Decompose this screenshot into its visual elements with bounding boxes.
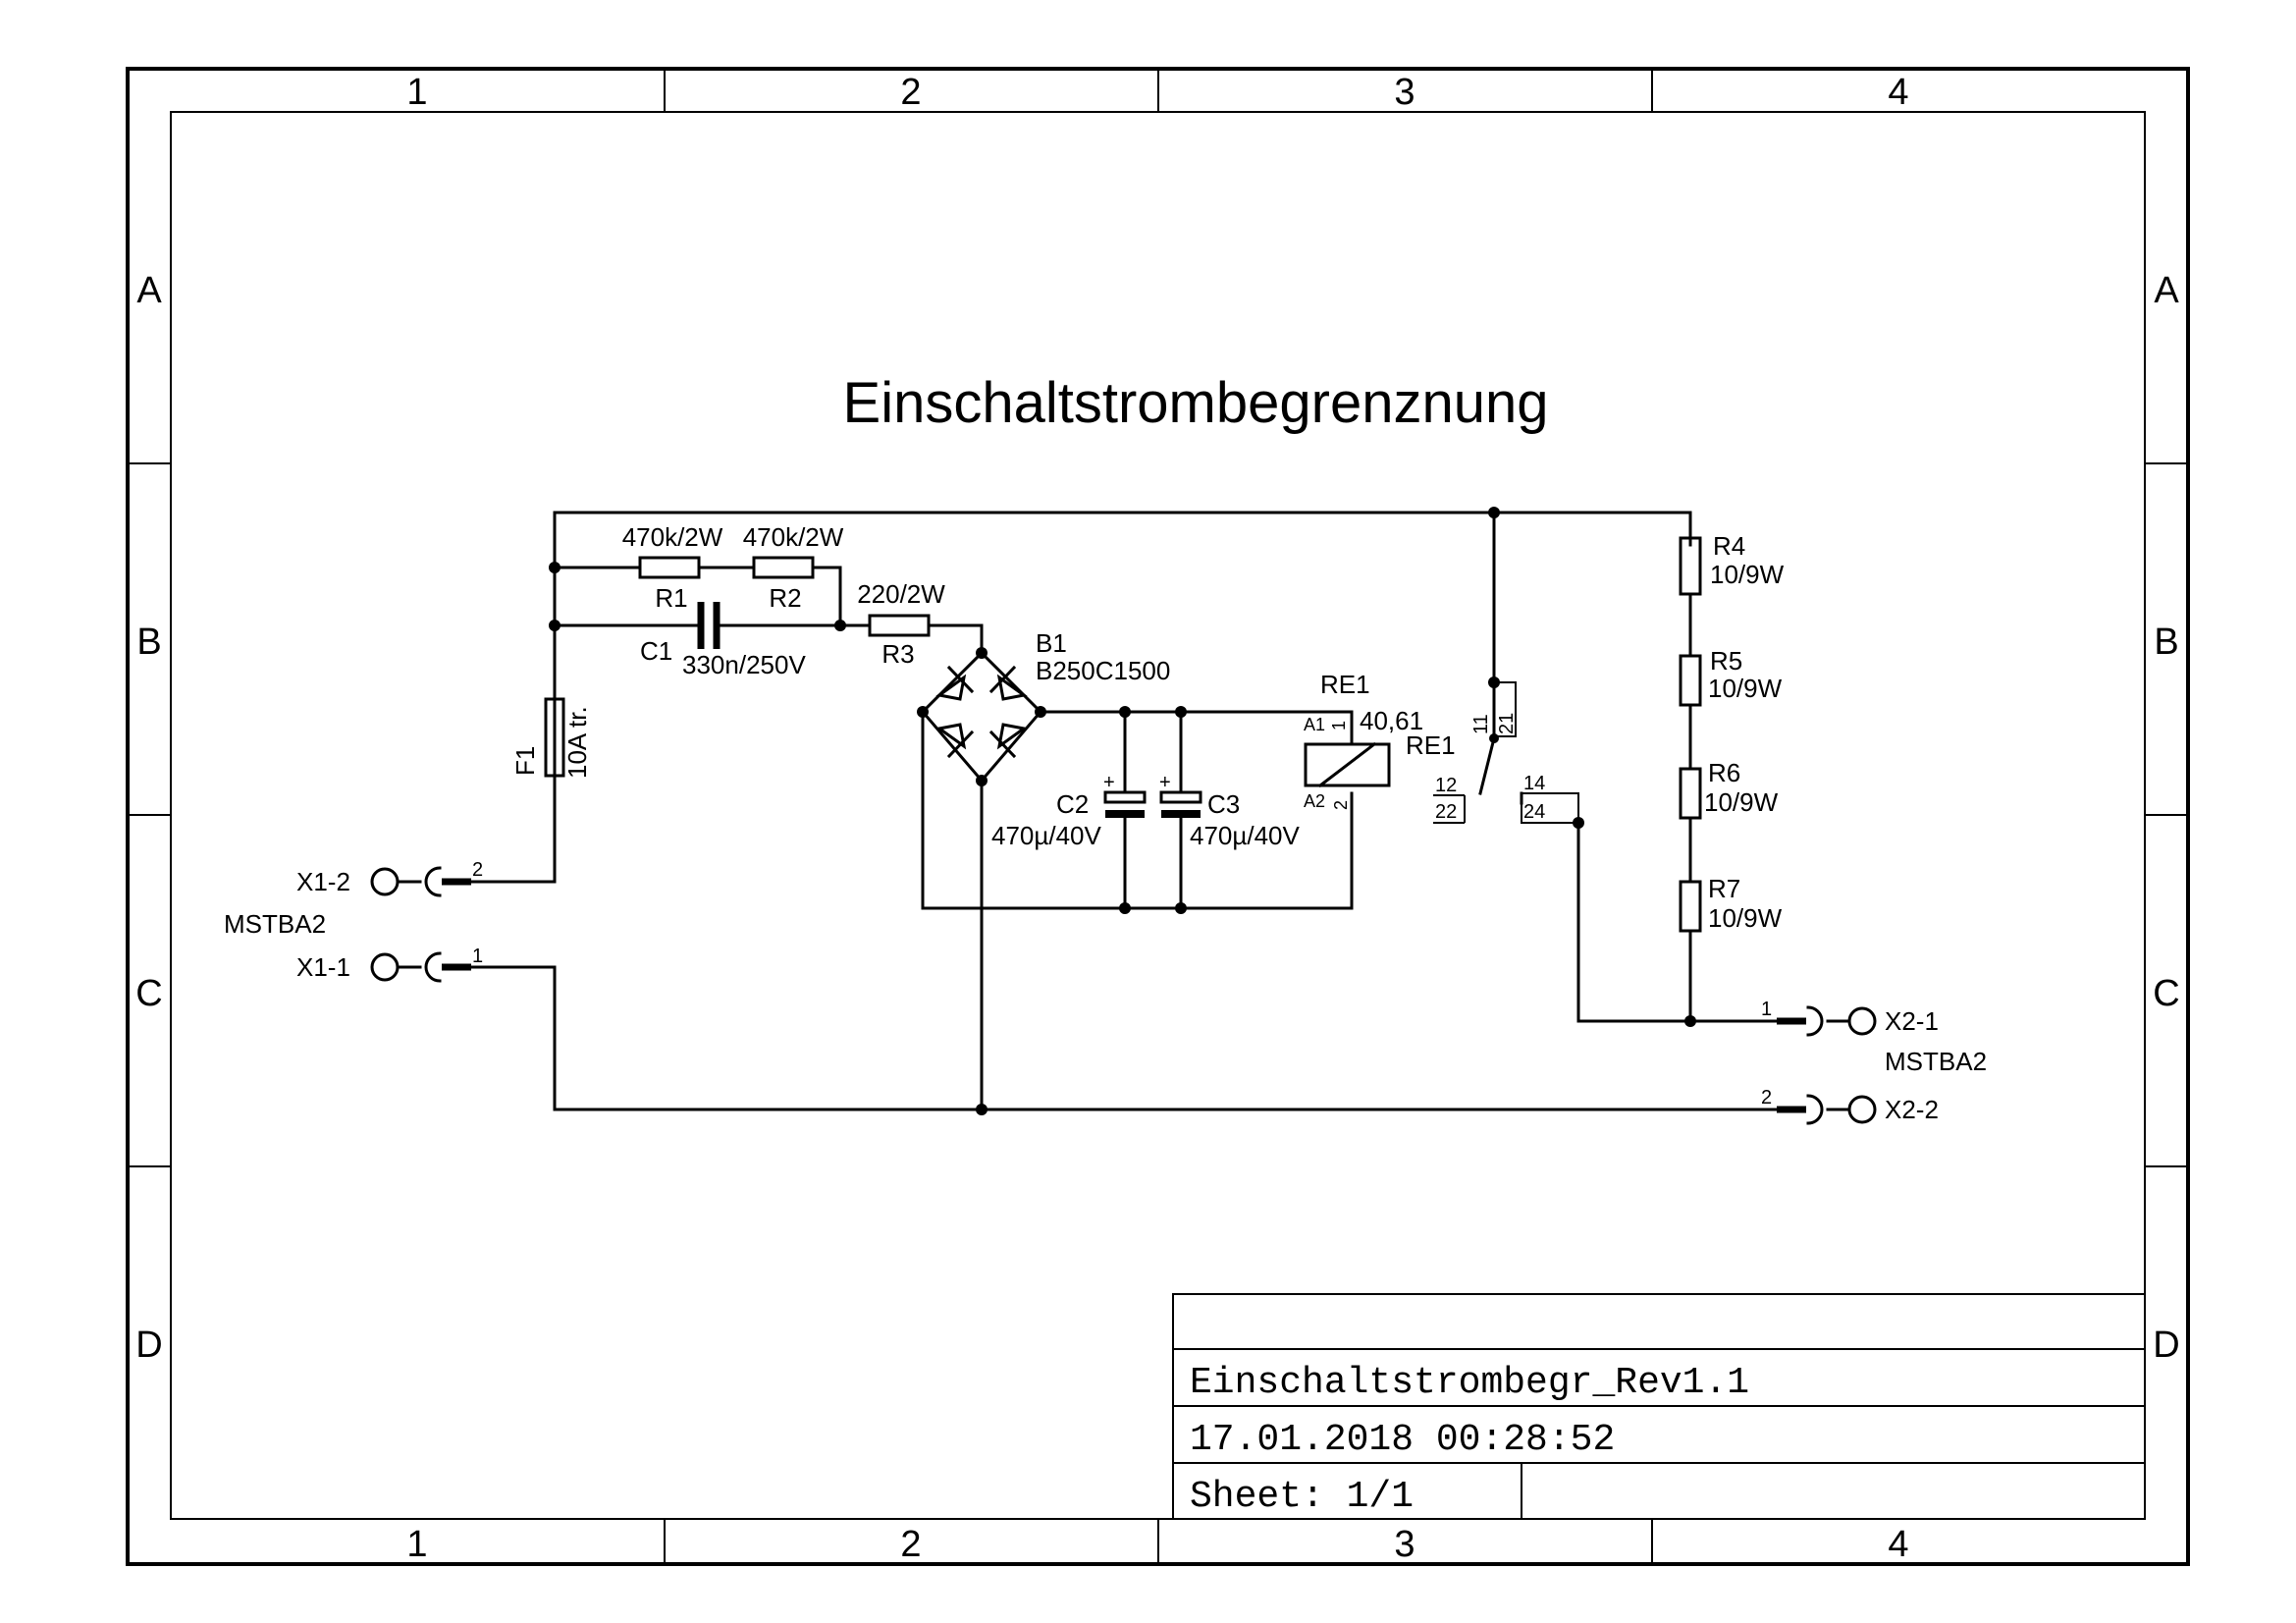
re1-pin-21: 21 bbox=[1496, 713, 1518, 734]
c3-value: 470µ/40V bbox=[1190, 821, 1301, 850]
column-label-3-top: 3 bbox=[1394, 72, 1415, 113]
row-label-c-right: C bbox=[2153, 973, 2179, 1014]
x1-type: MSTBA2 bbox=[224, 909, 326, 939]
re1-pin-a1-num: 1 bbox=[1329, 721, 1349, 730]
x2-1-pin: 1 bbox=[1761, 999, 1772, 1020]
x1-2-ref: X1-2 bbox=[296, 867, 350, 896]
re1-pin-24: 24 bbox=[1523, 801, 1545, 823]
connector-x1-2 bbox=[370, 866, 471, 897]
r5-value: 10/9W bbox=[1708, 674, 1783, 703]
c3-ref: C3 bbox=[1207, 789, 1240, 819]
x1-1-pin: 1 bbox=[472, 946, 483, 967]
capacitor-c1 bbox=[697, 602, 721, 649]
c1-ref: C1 bbox=[640, 636, 672, 666]
capacitor-c2 bbox=[1103, 790, 1147, 818]
r7-value: 10/9W bbox=[1708, 903, 1783, 933]
re1-pin-22: 22 bbox=[1435, 801, 1457, 823]
title-block-datetime: 17.01.2018 00:28:52 bbox=[1190, 1419, 1615, 1461]
r3-ref: R3 bbox=[881, 639, 914, 669]
r1-value: 470k/2W bbox=[622, 522, 723, 552]
column-label-3-bottom: 3 bbox=[1394, 1524, 1415, 1565]
re1-contact-ref: RE1 bbox=[1406, 730, 1456, 760]
column-label-1-top: 1 bbox=[406, 72, 427, 113]
resistor-r2 bbox=[752, 556, 815, 579]
re1-pin-a2-num: 2 bbox=[1331, 800, 1351, 810]
r3-value: 220/2W bbox=[857, 579, 945, 609]
r4-ref: R4 bbox=[1713, 531, 1745, 561]
connector-x2-1 bbox=[1777, 1005, 1877, 1037]
r6-value: 10/9W bbox=[1704, 787, 1779, 817]
fuse-f1 bbox=[544, 697, 565, 778]
resistor-r6 bbox=[1679, 767, 1702, 820]
re1-pin-11: 11 bbox=[1470, 714, 1492, 734]
re1-pin-a1: A1 bbox=[1304, 715, 1325, 734]
x1-1-ref: X1-1 bbox=[296, 952, 350, 982]
f1-value: 10A tr. bbox=[562, 706, 592, 779]
re1-coil-value: 40,61 bbox=[1360, 706, 1423, 735]
f1-ref: F1 bbox=[510, 746, 540, 776]
title-block bbox=[1172, 1293, 2146, 1520]
title-block-sheet: Sheet: 1/1 bbox=[1190, 1476, 1414, 1518]
r2-value: 470k/2W bbox=[743, 522, 844, 552]
relay-coil-re1 bbox=[1304, 741, 1391, 788]
resistor-r5 bbox=[1679, 654, 1702, 707]
c2-plus: + bbox=[1103, 772, 1115, 793]
row-label-a-right: A bbox=[2154, 270, 2179, 311]
resistor-r1 bbox=[638, 556, 701, 579]
row-label-b-right: B bbox=[2154, 622, 2178, 663]
row-label-d-left: D bbox=[135, 1325, 162, 1366]
r4-value: 10/9W bbox=[1710, 560, 1785, 589]
connector-x2-2 bbox=[1777, 1094, 1877, 1125]
b1-value: B250C1500 bbox=[1036, 656, 1170, 685]
capacitor-c3 bbox=[1159, 790, 1202, 818]
r5-ref: R5 bbox=[1710, 646, 1742, 676]
column-label-4-top: 4 bbox=[1888, 72, 1908, 113]
row-label-c-left: C bbox=[135, 973, 162, 1014]
c3-plus: + bbox=[1159, 772, 1171, 793]
column-label-2-bottom: 2 bbox=[900, 1524, 921, 1565]
r1-ref: R1 bbox=[655, 583, 687, 613]
re1-coil-ref: RE1 bbox=[1320, 670, 1370, 699]
x2-2-pin: 2 bbox=[1761, 1087, 1772, 1109]
resistor-r4 bbox=[1679, 536, 1702, 596]
r6-ref: R6 bbox=[1708, 758, 1740, 787]
column-label-4-bottom: 4 bbox=[1888, 1524, 1908, 1565]
bridge-rectifier-b1 bbox=[920, 650, 1043, 784]
resistor-r7 bbox=[1679, 880, 1702, 933]
x2-1-ref: X2-1 bbox=[1885, 1006, 1939, 1036]
row-label-b-left: B bbox=[136, 622, 161, 663]
row-label-d-right: D bbox=[2153, 1325, 2179, 1366]
c2-ref: C2 bbox=[1056, 789, 1089, 819]
r7-ref: R7 bbox=[1708, 874, 1740, 903]
re1-pin-12: 12 bbox=[1435, 775, 1457, 796]
x2-type: MSTBA2 bbox=[1885, 1047, 1987, 1076]
c1-value: 330n/250V bbox=[682, 650, 806, 679]
column-label-1-bottom: 1 bbox=[406, 1524, 427, 1565]
row-label-a-left: A bbox=[136, 270, 162, 311]
connector-x1-1 bbox=[370, 951, 471, 983]
b1-ref: B1 bbox=[1036, 628, 1067, 658]
schematic-title: Einschaltstrombegrenznung bbox=[843, 371, 1549, 435]
c2-value: 470µ/40V bbox=[991, 821, 1102, 850]
re1-pin-a2: A2 bbox=[1304, 791, 1325, 811]
x2-2-ref: X2-2 bbox=[1885, 1095, 1939, 1124]
relay-contact-re1 bbox=[1433, 681, 1579, 824]
x1-2-pin: 2 bbox=[472, 859, 483, 881]
resistor-r3 bbox=[868, 614, 931, 637]
r2-ref: R2 bbox=[769, 583, 801, 613]
re1-pin-14: 14 bbox=[1523, 773, 1545, 794]
title-block-filename: Einschaltstrombegr_Rev1.1 bbox=[1190, 1362, 1749, 1404]
column-label-2-top: 2 bbox=[900, 72, 921, 113]
drawing-frame bbox=[126, 67, 2190, 1566]
